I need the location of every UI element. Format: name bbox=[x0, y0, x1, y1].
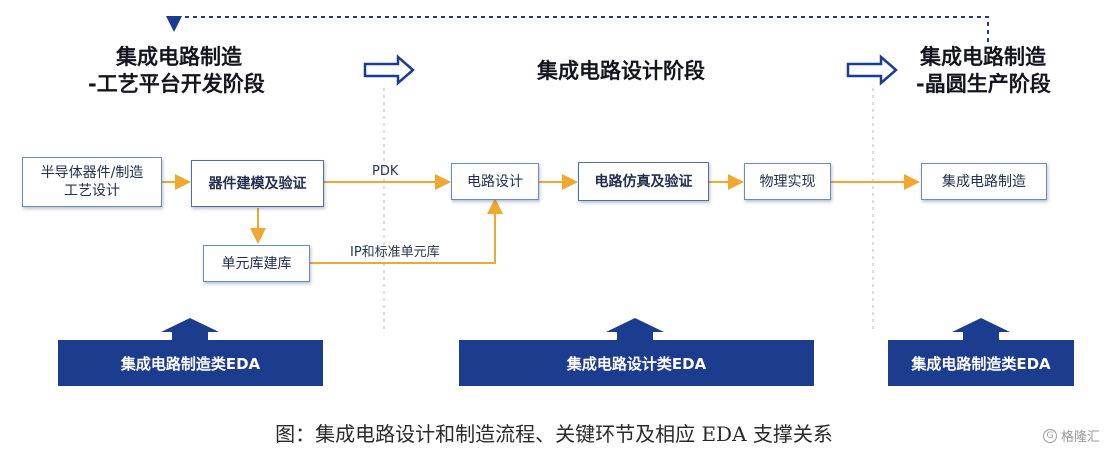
eda-up-arrow bbox=[606, 318, 664, 341]
node-device-modeling: 器件建模及验证 bbox=[191, 160, 324, 207]
node-circuit-simulation: 电路仿真及验证 bbox=[578, 162, 709, 201]
node-circuit-design: 电路设计 bbox=[451, 163, 539, 200]
eda-up-arrow bbox=[952, 318, 1010, 341]
stage-arrow-right bbox=[846, 54, 898, 86]
eda-bar-design: 集成电路设计类EDA bbox=[459, 340, 814, 386]
node-semiconductor-design: 半导体器件/制造 工艺设计 bbox=[22, 157, 162, 207]
watermark-logo-icon: G bbox=[1042, 428, 1057, 443]
node-ic-manufacturing: 集成电路制造 bbox=[921, 163, 1047, 200]
figure-caption: 图：集成电路设计和制造流程、关键环节及相应 EDA 支撑关系 bbox=[275, 422, 833, 446]
stage-title-fab: 集成电路制造 -晶圆生产阶段 bbox=[916, 45, 1051, 96]
edge-label-ip-library: IP和标准单元库 bbox=[350, 245, 440, 260]
node-cell-library: 单元库建库 bbox=[203, 245, 310, 282]
node-physical-implementation: 物理实现 bbox=[744, 163, 831, 200]
flow-arrow bbox=[310, 198, 503, 264]
stage-title-process: 集成电路制造 -工艺平台开发阶段 bbox=[88, 45, 265, 96]
feedback-loop-line bbox=[166, 16, 989, 42]
eda-up-arrow bbox=[161, 318, 219, 341]
stage-title-design: 集成电路设计阶段 bbox=[537, 59, 705, 83]
watermark-text: 格隆汇 bbox=[1060, 430, 1100, 445]
edge-label-pdk: PDK bbox=[372, 164, 399, 179]
stage-arrow-left bbox=[363, 54, 415, 86]
watermark: G 格隆汇 bbox=[1042, 426, 1100, 445]
eda-bar-manufacturing-right: 集成电路制造类EDA bbox=[888, 340, 1074, 386]
eda-bar-manufacturing-left: 集成电路制造类EDA bbox=[58, 340, 323, 386]
